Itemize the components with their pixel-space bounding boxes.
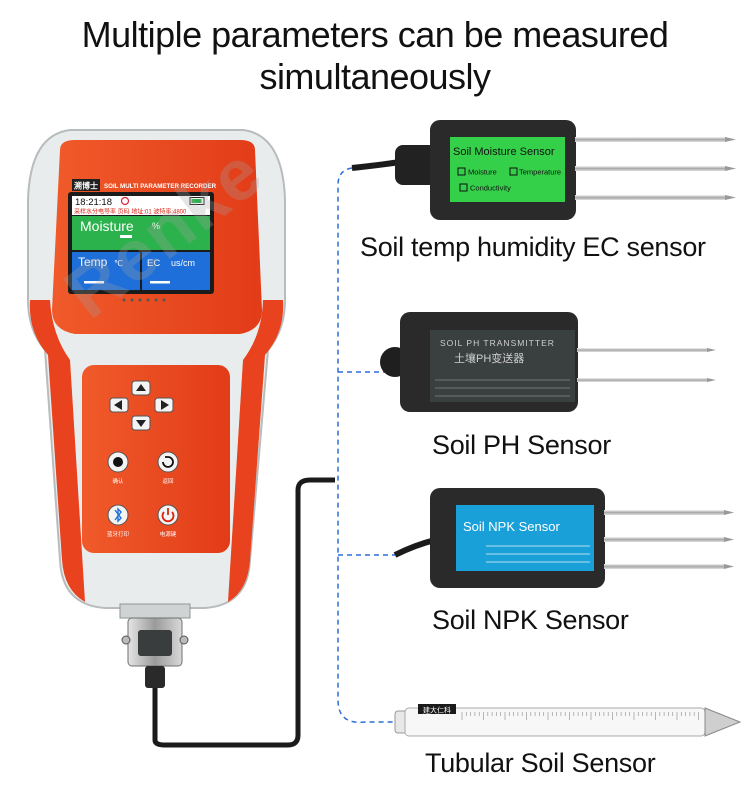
- caption-tubular-sensor: Tubular Soil Sensor: [425, 748, 656, 778]
- ph-sensor: [380, 312, 716, 412]
- back-icon: [162, 456, 174, 468]
- handheld-recorder: [27, 129, 286, 609]
- ph-panel: [430, 330, 575, 402]
- moisture-option-2: Temperature: [519, 168, 561, 177]
- temp-tile-label: Temp: [78, 255, 108, 269]
- device-status-line: 采样水分电导率 页码 地址:01 波特率:4800: [74, 208, 187, 216]
- dpad[interactable]: [109, 380, 174, 431]
- moisture-panel: [450, 137, 565, 202]
- arrow-right-icon: [161, 400, 169, 410]
- caption-ph-sensor: Soil PH Sensor: [432, 430, 611, 460]
- dashed-link-1: [337, 167, 395, 724]
- arrow-up-icon: [136, 384, 146, 391]
- headline: Multiple parameters can be measured simu…: [0, 14, 750, 98]
- arrow-down-icon: [136, 420, 146, 427]
- headline-line-1: Multiple parameters can be measured: [81, 14, 669, 55]
- moisture-sensor: [351, 120, 736, 220]
- moisture-tile: [72, 216, 210, 250]
- headline-line-2: simultaneously: [259, 56, 491, 97]
- device-brand: 溯博士: [74, 181, 98, 191]
- tubular-tag: 建大仁科: [423, 706, 451, 715]
- main-cable: [152, 477, 335, 748]
- moisture-option-3: Conductivity: [470, 184, 511, 193]
- arrow-left-icon: [114, 400, 122, 410]
- alarm-icon: [120, 196, 130, 206]
- temp-tile-unit: ℃: [114, 259, 123, 268]
- back-button[interactable]: [157, 451, 179, 473]
- ec-tile: [142, 252, 210, 290]
- ec-tile-label: EC: [147, 258, 160, 269]
- power-label: 电源键: [160, 530, 177, 538]
- npk-panel-title: Soil NPK Sensor: [463, 519, 560, 534]
- ph-panel-title: SOIL PH TRANSMITTER: [440, 338, 555, 348]
- tubular-sensor: [394, 704, 742, 737]
- moisture-option-1: Moisture: [468, 168, 497, 177]
- caption-moisture-sensor: Soil temp humidity EC sensor: [360, 232, 706, 262]
- power-icon: [161, 511, 175, 523]
- moisture-tile-label: Moisture: [80, 218, 134, 234]
- confirm-label: 确认: [112, 477, 124, 485]
- tubular-label: [418, 704, 456, 714]
- ec-tile-unit: us/cm: [171, 258, 195, 268]
- bluetooth-icon: [114, 507, 122, 523]
- keypad-panel: [82, 365, 230, 553]
- battery-icon: [189, 197, 205, 205]
- npk-panel: [456, 505, 594, 571]
- npk-sensor: [393, 488, 734, 588]
- caption-npk-sensor: Soil NPK Sensor: [432, 605, 629, 635]
- moisture-tile-unit: %: [152, 221, 160, 231]
- temp-tile: [72, 252, 140, 290]
- device-model: SOIL MULTI PARAMETER RECORDER: [104, 183, 217, 190]
- device-time: 18:21:18: [75, 197, 112, 208]
- bluetooth-label: 蓝牙打印: [107, 530, 130, 538]
- back-label: 返回: [162, 478, 174, 485]
- db9-connector: [119, 603, 191, 688]
- ph-panel-subtitle: 土壤PH变送器: [454, 351, 524, 365]
- moisture-panel-title: Soil Moisture Sensor: [453, 146, 555, 158]
